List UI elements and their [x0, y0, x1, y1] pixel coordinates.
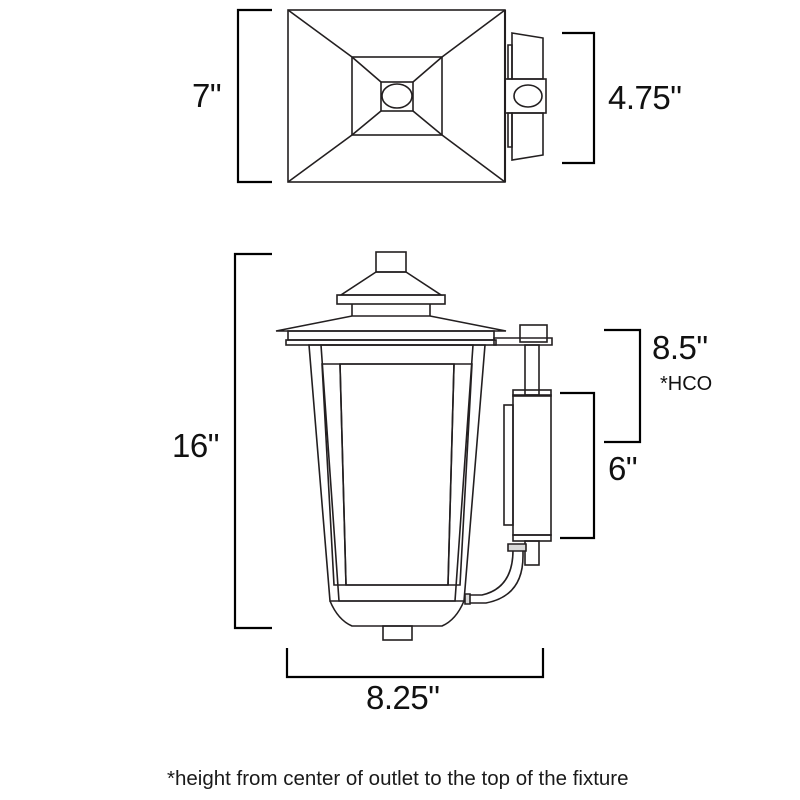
- top-view-hub-diagonal-bl: [351, 110, 382, 136]
- top-view-hub-rect: [380, 81, 414, 112]
- top-view-hub-diagonal-tr: [412, 56, 443, 83]
- top-view-group: [287, 9, 547, 183]
- front-main-roof: [275, 315, 507, 332]
- front-conduit-inner: [470, 547, 524, 604]
- front-bottom-finial: [382, 625, 413, 641]
- front-backplate-top-flange: [512, 389, 552, 397]
- front-upper-roof-flange: [336, 294, 446, 305]
- front-body-outer: [308, 344, 486, 602]
- top-view-canopy-band: [504, 78, 547, 114]
- front-finial-cap: [375, 251, 407, 273]
- dim-bracket-85in: [604, 328, 642, 444]
- dim-bracket-6in: [560, 391, 596, 540]
- front-roof-eave-band: [287, 330, 495, 341]
- dim-label-fixture-width: 8.25": [366, 679, 440, 716]
- front-backplate-edge: [503, 404, 514, 526]
- top-view-hub-diagonal-tl: [351, 56, 382, 83]
- top-view-backplate-upper: [511, 32, 544, 80]
- front-body-inner: [320, 344, 474, 602]
- top-view-diagonal-tr: [441, 9, 506, 58]
- dim-label-top-view-depth: 7": [192, 77, 222, 114]
- top-view-hub-diagonal-br: [412, 110, 443, 136]
- top-view-diagonal-bl: [287, 134, 353, 183]
- front-glass-inner: [339, 363, 455, 586]
- dim-label-fixture-height: 16": [172, 427, 219, 464]
- dim-label-outlet-to-top: 8.5": [652, 329, 708, 366]
- front-upper-roof: [338, 271, 444, 296]
- top-view-backplate-lower-edge: [507, 112, 513, 148]
- front-lower-stem: [524, 540, 540, 566]
- top-view-backplate-lower: [511, 112, 544, 161]
- top-view-inner-rect: [351, 56, 443, 136]
- front-frame-bar-right: [447, 363, 455, 586]
- top-view-canopy-ellipse: [513, 84, 543, 108]
- footnote-text: *height from center of outlet to the top…: [167, 767, 629, 790]
- dim-label-hco-note: *HCO: [660, 373, 713, 395]
- top-view-outlet-ellipse: [381, 83, 413, 109]
- front-arm-stem: [524, 344, 540, 396]
- front-view-group: [275, 251, 553, 641]
- dim-bracket-475in: [562, 31, 596, 165]
- top-view-diagonal-tl: [287, 9, 353, 58]
- front-arm-hub-cap: [519, 324, 548, 343]
- front-backplate-bottom-flange: [512, 534, 552, 542]
- top-view-backplate-upper-edge: [507, 44, 513, 80]
- front-bottom-skirt: [329, 600, 465, 627]
- front-conduit-outer: [470, 547, 514, 596]
- front-arm-horizontal: [493, 337, 553, 346]
- dim-label-backplate-width: 4.75": [608, 79, 682, 116]
- dim-bracket-7in: [236, 8, 272, 184]
- front-conduit-joint: [464, 593, 471, 605]
- top-view-outer-rect: [287, 9, 506, 183]
- front-conduit-collar: [507, 543, 527, 552]
- dim-bracket-16in: [233, 252, 272, 630]
- front-frame-bar-left: [339, 363, 347, 586]
- dim-bracket-825in: [285, 648, 545, 679]
- top-view-diagonal-br: [441, 134, 506, 183]
- front-backplate-body: [512, 394, 552, 536]
- dim-label-backplate-height: 6": [608, 450, 638, 487]
